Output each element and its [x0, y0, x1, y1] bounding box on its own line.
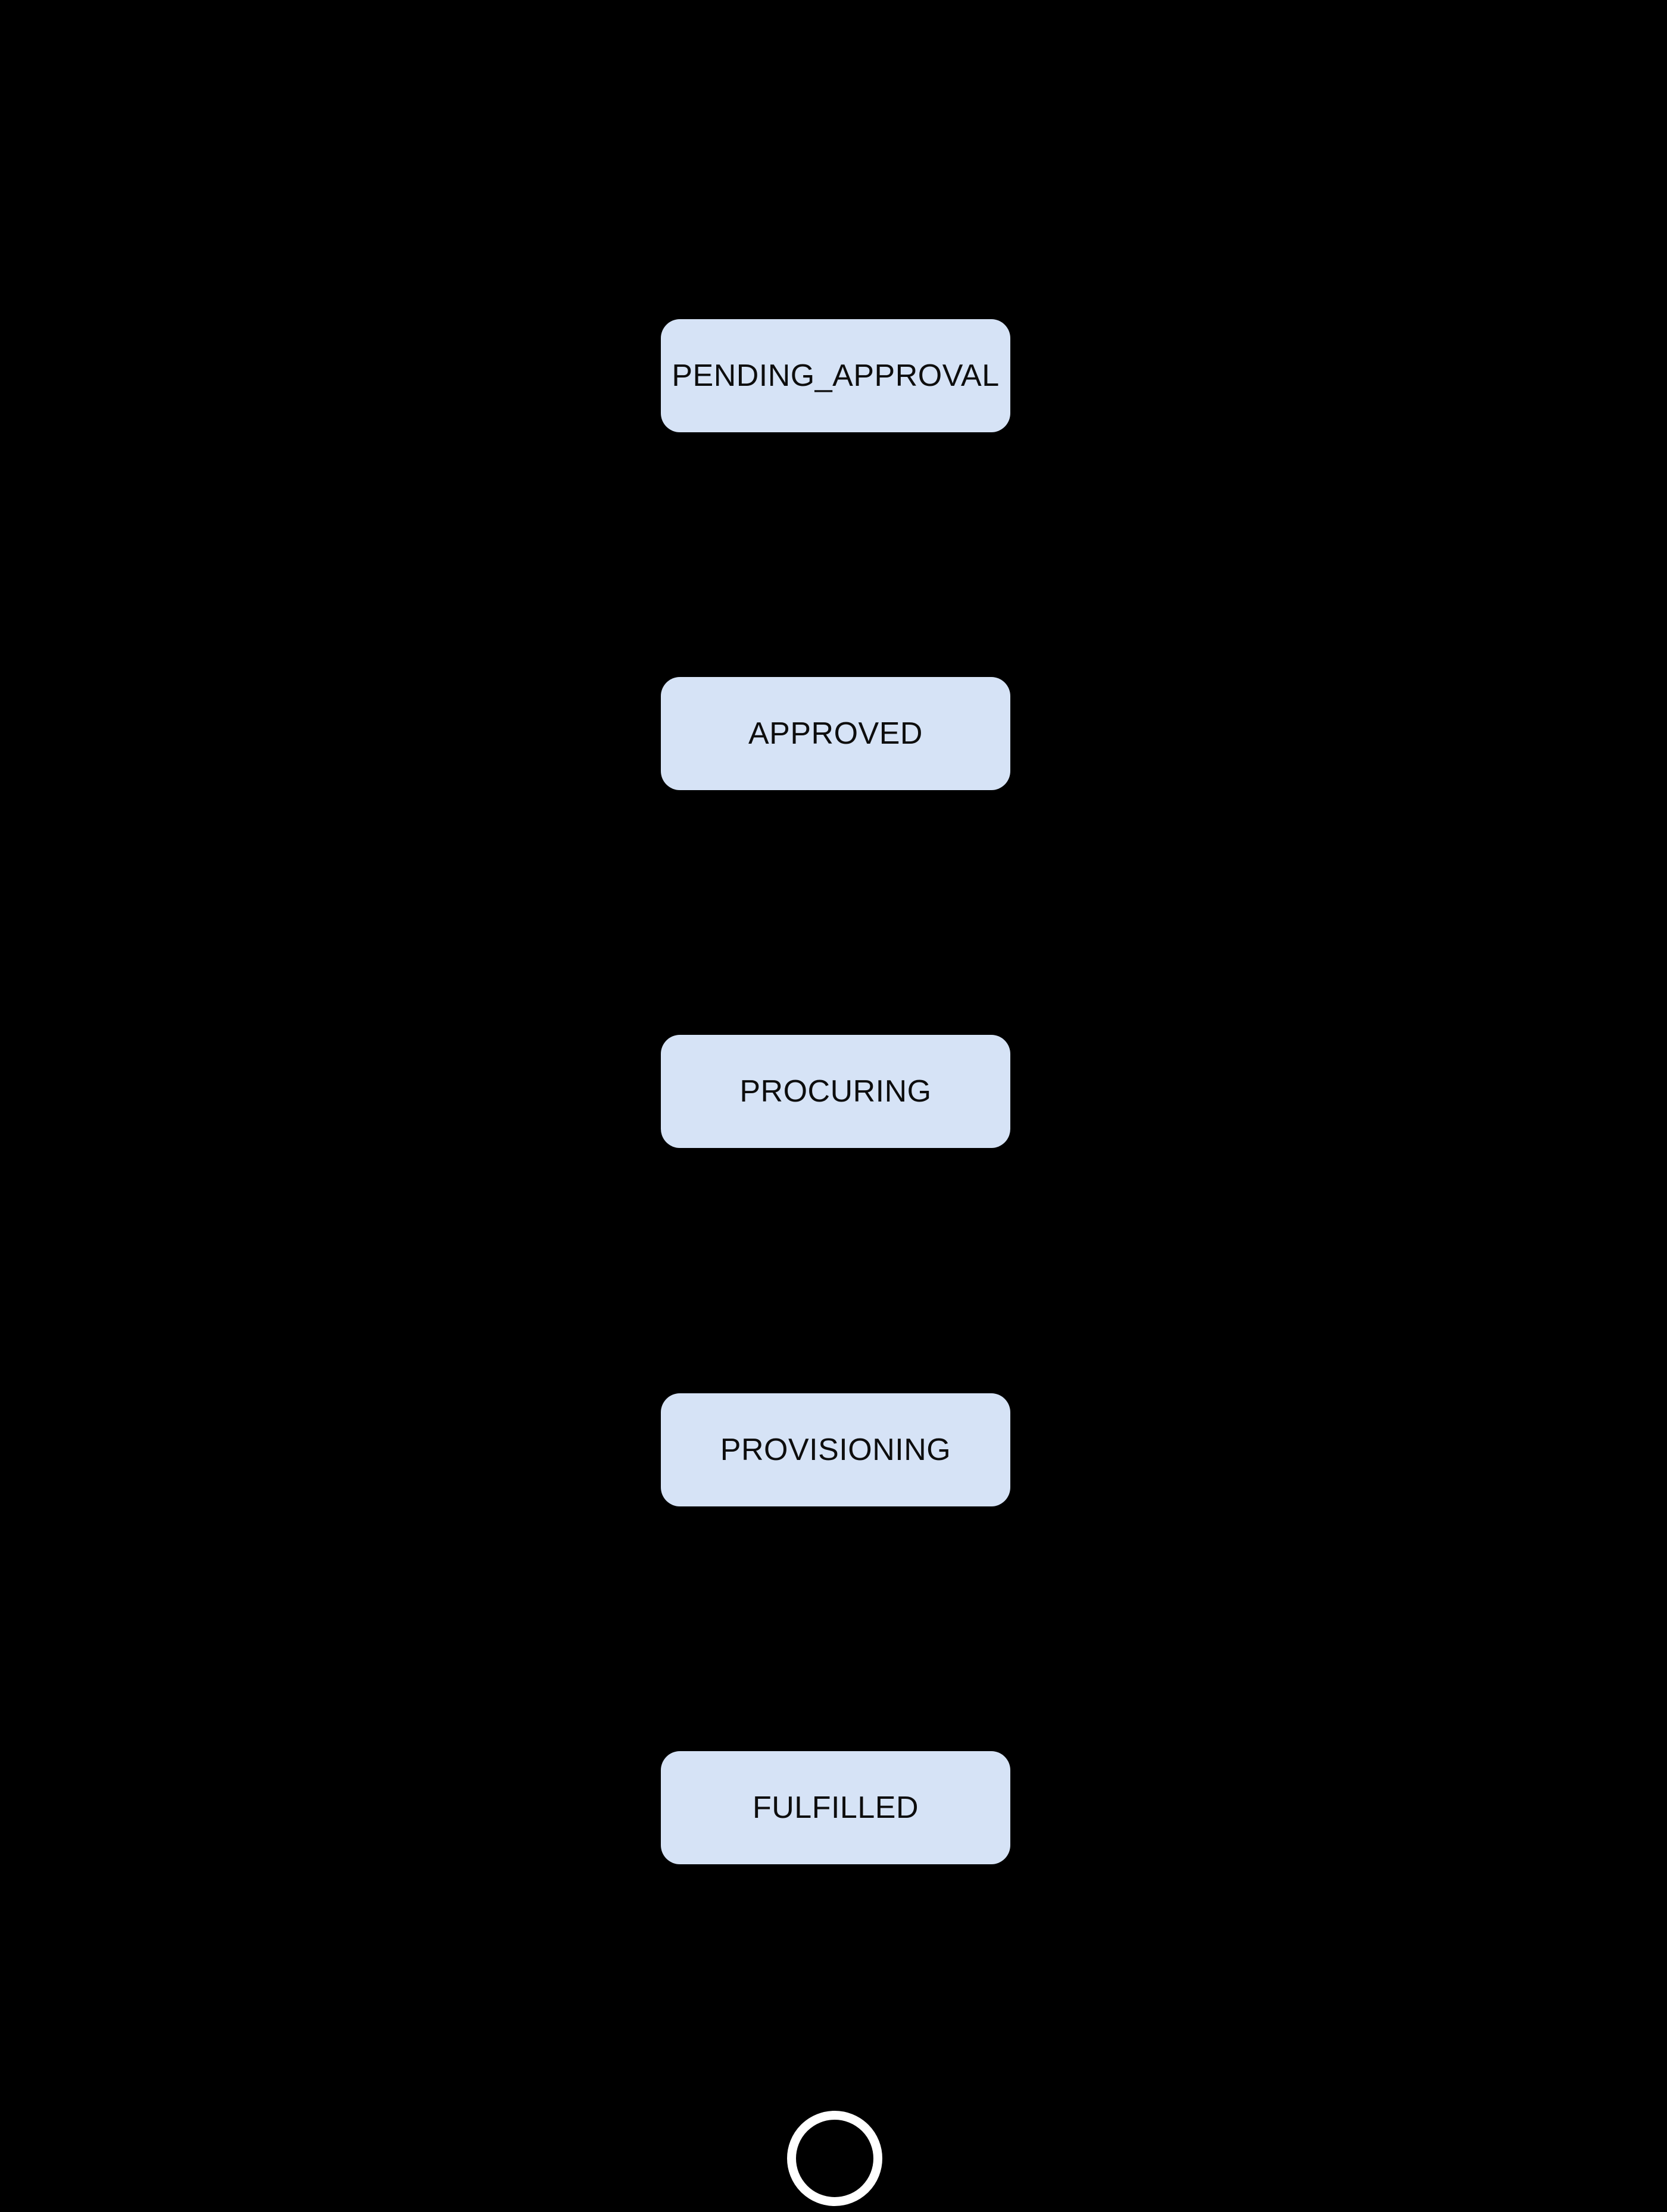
state-node-fulfilled: FULFILLED	[661, 1751, 1010, 1864]
state-label: APPROVED	[748, 716, 923, 751]
state-node-provisioning: PROVISIONING	[661, 1393, 1010, 1506]
final-state-icon	[787, 2111, 882, 2206]
state-label: PENDING_APPROVAL	[672, 358, 1000, 393]
state-label: PROVISIONING	[720, 1433, 951, 1467]
state-node-approved: APPROVED	[661, 677, 1010, 790]
state-label: FULFILLED	[752, 1790, 919, 1825]
state-node-pending-approval: PENDING_APPROVAL	[661, 319, 1010, 432]
state-node-procuring: PROCURING	[661, 1035, 1010, 1148]
state-label: PROCURING	[739, 1074, 932, 1109]
